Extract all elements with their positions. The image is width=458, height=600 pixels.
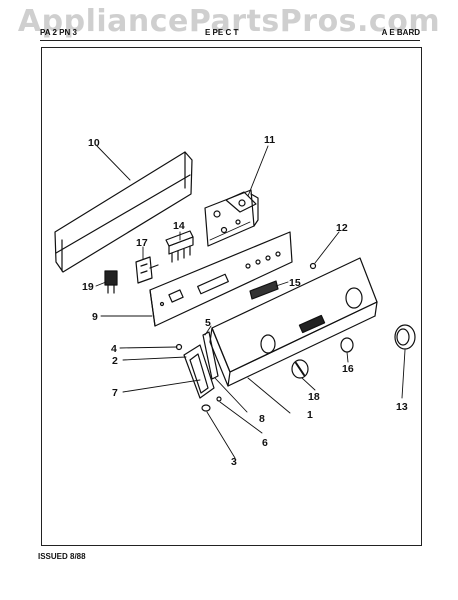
callout-10: 10 [88,137,100,149]
diagram-frame [41,47,422,546]
part-19-switch [104,270,118,294]
part-5-trim-strip [202,331,219,380]
callout-1: 1 [307,409,313,421]
callout-labels: 1 2 3 4 5 6 7 8 9 10 11 12 13 14 15 16 1… [82,134,408,468]
part-1-console [209,257,378,387]
callout-8: 8 [259,413,265,425]
part-7-end-cap [183,344,215,399]
header-left-text: PA 2 PN 3 [40,28,77,37]
part-15-display [249,280,279,300]
part-18-knob [291,359,309,379]
callout-11: 11 [264,134,275,146]
header-right-text: A E BARD [381,28,420,37]
part-10-rear-panel [54,151,193,273]
callout-19: 19 [82,281,94,293]
part-16-knob [340,337,354,353]
part-13-knob [394,324,416,350]
callout-6: 6 [262,437,268,449]
header-center-text: E PE C T [205,28,239,37]
callout-7: 7 [112,387,118,399]
issued-date: ISSUED 8/88 [38,552,86,561]
part-17-bracket [135,256,159,284]
part-6-screw [216,396,222,402]
part-9-control-panel [149,231,293,327]
callout-17: 17 [136,237,148,249]
part-11-control-board [204,189,259,247]
callout-16: 16 [342,363,354,375]
callout-2: 2 [112,355,118,367]
callout-4: 4 [111,343,117,355]
callout-15: 15 [289,277,301,289]
callout-13: 13 [396,401,408,413]
callout-9: 9 [92,311,98,323]
callout-18: 18 [308,391,320,403]
part-12-screw [309,262,317,270]
part-14-connector [165,230,194,263]
header-rule [40,40,420,41]
callout-5: 5 [205,317,211,329]
watermark-logo: AppliancePartsPros.com [17,4,441,39]
callout-12: 12 [336,222,348,234]
part-3-clip [201,404,211,412]
leader-lines [95,145,406,459]
callout-3: 3 [231,456,237,468]
callout-14: 14 [173,220,185,232]
